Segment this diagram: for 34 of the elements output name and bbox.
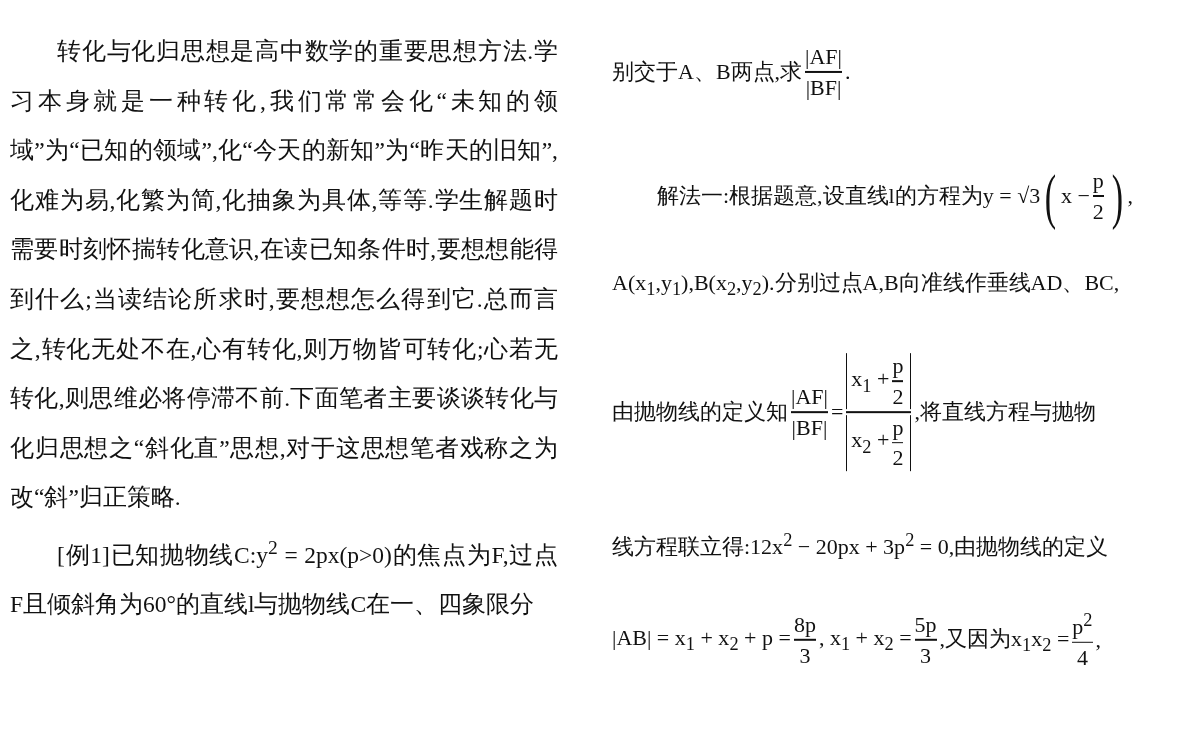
formula-text: 2 [1092, 198, 1104, 225]
formula-text: x$_{1}$ + [851, 365, 890, 397]
formula-text: 3 [920, 642, 932, 669]
formula-text: 4 [1076, 644, 1088, 671]
formula-text: . [845, 59, 851, 85]
formula-text: x − [1060, 183, 1090, 209]
body-text: 别交于A、B两点,求 [612, 58, 803, 86]
paragraph-text: 转化与化归思想是高中数学的重要思想方法.学习本身就是一种转化,我们常常会化“未知的领域”为“已知的领域”,化“今天的新知”为“昨天的旧知”,化难为易,化繁为简,化抽象为具体,等等.学生解题时需要时刻怀揣转化意识,在读已知条件时,要想想能得到什么;当读结论所求时,要想想怎么得到它.总而言之,转化无处不在,心有转化,则万物皆可转化;心若无转化,则思维必将停滞不前.下面笔者主要谈谈转化与化归思想之“斜化直”思想,对于这思想笔者戏称之为改“斜”归正策略. [10, 37, 558, 513]
formula-text: |AF| [791, 383, 828, 410]
formula-text: p$^{2}$ [1072, 609, 1093, 640]
formula-text: 3 [799, 642, 811, 669]
paragraph-text: [例1]已知抛物线C:y$^{2}$ = 2px(p>0)的焦点为F,过点F且倾斜角为60°的直线l与抛物线C在一、四象限分 [10, 535, 558, 620]
formula-text: 2 [892, 383, 904, 410]
formula-text: p [892, 414, 904, 441]
formula-text: |BF| [791, 414, 828, 441]
formula-text: |AF| [805, 43, 842, 70]
formula-text: 5p [914, 611, 937, 638]
formula-text: 2 [892, 445, 904, 471]
formula-text: x$_{2}$ + [851, 427, 890, 458]
formula-text: , [1095, 627, 1101, 653]
body-text: 解法一:根据题意,设直线l的方程为y = √3 [657, 182, 1041, 210]
body-text: ,将直线方程与抛物 [914, 398, 1096, 426]
formula-text: = [830, 399, 844, 425]
formula-text: p [1092, 167, 1104, 194]
formula-text: , x$_{1}$ + x$_{2}$ = [818, 624, 912, 656]
formula-text: |BF| [805, 74, 842, 101]
formula-text: , [1127, 183, 1133, 209]
body-text: 由抛物线的定义知 [612, 398, 788, 426]
body-text: ,又因为x$_{1}$x$_{2}$ = [939, 624, 1070, 657]
formula-text: |AB| = x$_{1}$ + x$_{2}$ + p = [612, 624, 791, 656]
body-text: A(x$_{1}$,y$_{1}$),B(x$_{2}$,y$_{2}$).分别过点A,B向准线作垂线AD、BC, [612, 268, 1120, 301]
body-text: 线方程联立得:12x$^{2}$ − 20px + 3p$^{2}$ = 0,由抛物线的定义 [612, 529, 1109, 562]
formula-text: p [892, 353, 904, 379]
formula-text: 8p [793, 611, 816, 638]
